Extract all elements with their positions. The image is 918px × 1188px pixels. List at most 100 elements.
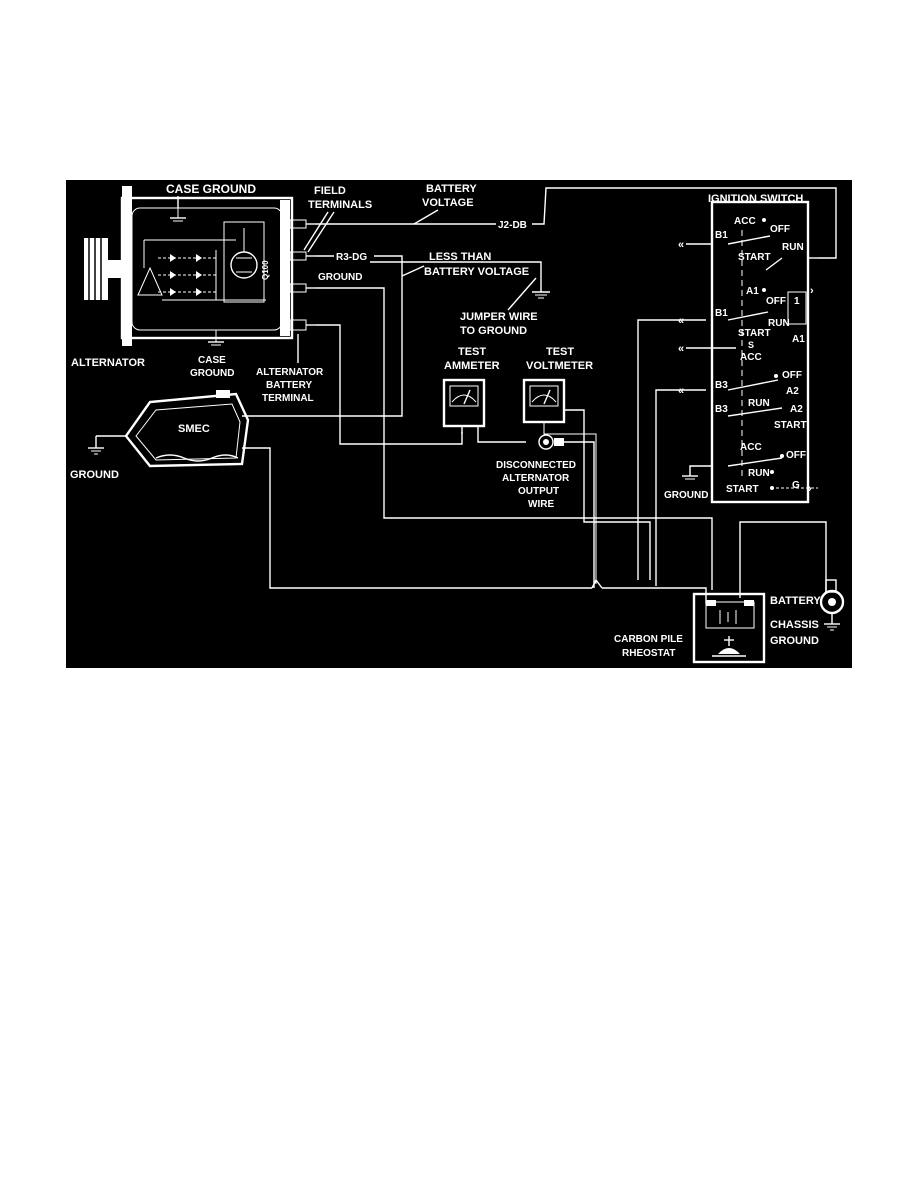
battery-label: BATTERY (770, 595, 821, 607)
ign-run-3: RUN (748, 398, 770, 409)
carbon-pile-label-2: RHEOSTAT (622, 648, 676, 659)
ign-g-4: G (792, 480, 800, 491)
ign-off-3: OFF (782, 370, 802, 381)
ign-off-2: OFF (766, 296, 786, 307)
smec-label: SMEC (178, 423, 210, 435)
battery-voltage-label-1: BATTERY (426, 183, 477, 195)
alternator-label: ALTERNATOR (71, 357, 145, 369)
test-ammeter-icon (442, 378, 486, 434)
alternator-housing-left (122, 186, 132, 346)
less-than-pointer (401, 265, 425, 277)
ign-acc-1: ACC (734, 216, 756, 227)
battery-voltage-label-2: VOLTAGE (422, 197, 474, 209)
ign-run-4: RUN (748, 468, 770, 479)
wire-r3-dg-label: R3-DG (336, 252, 367, 263)
field-terminals-pointer-1 (303, 211, 329, 251)
battery-voltage-pointer (413, 209, 439, 225)
ground-switch-label: GROUND (664, 490, 708, 501)
wire-alt-ground-to-battery (316, 287, 713, 590)
rotor-label: Q100 (261, 260, 270, 280)
ign-a1-2b: A1 (792, 334, 805, 345)
case-ground-top-label: CASE GROUND (166, 182, 256, 196)
ign-start-4: START (726, 484, 759, 495)
carbon-pile-box (692, 592, 766, 664)
ign-a2-3: A2 (786, 386, 799, 397)
ign-start-1: START (738, 252, 771, 263)
svg-text:«: « (678, 315, 684, 327)
jumper-wire (370, 261, 542, 292)
disconnected-label-3: OUTPUT (518, 486, 559, 497)
field-terminals-label-2: TERMINALS (308, 199, 372, 211)
svg-text:›: › (810, 285, 814, 297)
battery-rheostat-assembly (692, 592, 766, 664)
disconnected-label-4: WIRE (528, 499, 554, 510)
wire-junction-to-battery (602, 587, 707, 604)
ign-b3-4: B3 (715, 404, 728, 415)
ignition-switch-frame (710, 200, 810, 504)
jumper-label-1: JUMPER WIRE (460, 311, 538, 323)
wire-switch-b1-feed (637, 319, 706, 580)
case-ground-bottom-label-1: CASE (198, 355, 226, 366)
ign-1-2: 1 (794, 296, 800, 307)
jumper-label-2: TO GROUND (460, 325, 527, 337)
alternator: Q100 (84, 186, 316, 346)
ign-a2-3b: A2 (790, 404, 803, 415)
svg-text:«: « (678, 343, 684, 355)
alternator-battery-terminal-label-2: BATTERY (266, 380, 312, 391)
wire-r3-dg-to-smec (242, 255, 403, 417)
ignition-switch-title: IGNITION SWITCH (708, 193, 803, 205)
less-than-label-2: BATTERY VOLTAGE (424, 266, 529, 278)
disconnected-label-2: ALTERNATOR (502, 473, 570, 484)
ign-start-3: START (774, 420, 807, 431)
wire-ammeter-to-output (477, 434, 526, 443)
svg-text:›: › (808, 483, 812, 495)
wire-voltmeter-negative (543, 422, 597, 584)
wire-j2-db-label: J2-DB (498, 220, 527, 231)
case-ground-bottom-symbol (208, 330, 224, 346)
charging-system-diagram: Q100 CASE GROUND FIELD TERMINALS (66, 180, 852, 668)
smec-module-icon (88, 390, 250, 468)
wire-smec-to-battery (242, 447, 592, 589)
alternator-housing (120, 196, 294, 340)
ground-terminal-label: GROUND (318, 272, 362, 283)
disconnected-label-1: DISCONNECTED (496, 460, 576, 471)
ign-b3-3: B3 (715, 380, 728, 391)
alternator-housing-right (280, 200, 290, 336)
wire-j2-db-to-switch (532, 187, 837, 259)
chassis-ground-icon (819, 579, 845, 631)
jumper-pointer (507, 277, 537, 311)
carbon-pile-label-1: CARBON PILE (614, 634, 683, 645)
case-ground-bottom-label-2: GROUND (190, 368, 234, 379)
ign-off-4: OFF (786, 450, 806, 461)
chassis-label-2: GROUND (770, 635, 819, 647)
wire-junction (591, 578, 603, 589)
svg-text:«: « (678, 385, 684, 397)
test-ammeter-label-2: AMMETER (444, 360, 500, 372)
jumper-ground-symbol (532, 291, 550, 299)
test-voltmeter-label-2: VOLTMETER (526, 360, 593, 372)
field-terminals-pointer-2 (307, 211, 335, 253)
alternator-battery-terminal-label-3: TERMINAL (262, 393, 314, 404)
wire-battery-to-chassis (739, 521, 827, 598)
ign-run-1: RUN (782, 242, 804, 253)
alternator-battery-terminal-label-1: ALTERNATOR (256, 367, 324, 378)
battery-icon (705, 601, 755, 629)
ign-off-1: OFF (770, 224, 790, 235)
ign-start-2: START (738, 328, 771, 339)
diode-bridge-icon (158, 250, 266, 301)
alternator-terminals (289, 219, 316, 331)
svg-text:«: « (678, 239, 684, 251)
wire-output-to-rheostat (564, 441, 595, 588)
stator-winding (137, 239, 236, 296)
rheostat-knob-icon (718, 648, 740, 654)
ign-b1-2: B1 (715, 308, 728, 319)
less-than-label-1: LESS THAN (429, 251, 491, 263)
disconnected-output-icon (538, 434, 564, 450)
diagram-canvas: Q100 CASE GROUND FIELD TERMINALS (66, 180, 852, 668)
ign-b1-1: B1 (715, 230, 728, 241)
ign-acc-3: ACC (740, 352, 762, 363)
ground-left-label: GROUND (70, 469, 119, 481)
field-terminals-label-1: FIELD (314, 185, 346, 197)
wire-voltmeter-positive (564, 409, 651, 580)
ignition-switch: IGNITION SWITCH ACC OFF RUN START B1 « A… (664, 193, 818, 504)
